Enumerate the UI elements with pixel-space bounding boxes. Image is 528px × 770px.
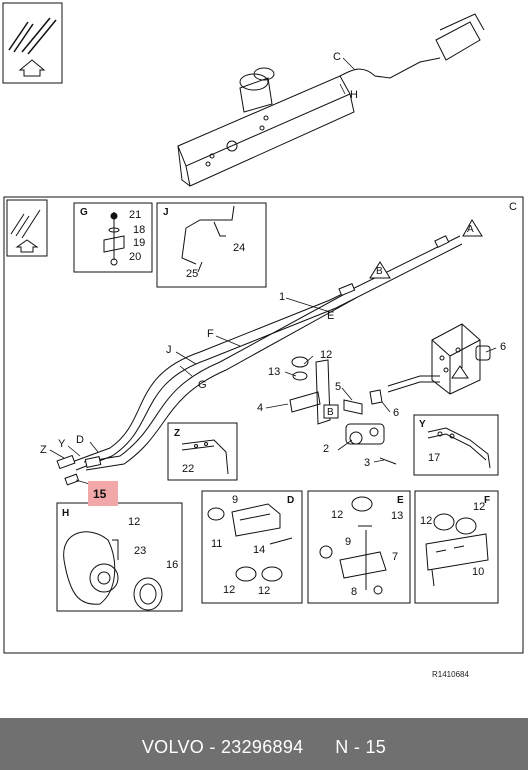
valve-assembly xyxy=(289,356,397,465)
main-frame xyxy=(3,196,524,654)
drawing-reference-code: R1410684 xyxy=(432,670,469,679)
orientation-icon-small xyxy=(6,199,48,257)
callout-4: 4 xyxy=(257,402,264,414)
inset-h-part-12: 12 xyxy=(128,516,141,528)
inset-box-h xyxy=(56,502,183,612)
inset-box-f xyxy=(414,490,499,604)
callout-b-box: B xyxy=(327,407,334,418)
inset-box-y xyxy=(413,414,499,476)
inset-e-part-12: 12 xyxy=(331,509,344,521)
inset-f-drawing xyxy=(425,513,489,587)
inset-j-drawing xyxy=(181,205,235,273)
valve-block-drawing xyxy=(431,323,491,395)
inset-box-j xyxy=(156,202,267,288)
inset-y-drawing xyxy=(427,427,491,469)
highlighted-part-marker xyxy=(88,481,118,506)
inset-box-z xyxy=(167,422,238,481)
footer-part-number: 23296894 xyxy=(220,737,304,757)
callout-g: G xyxy=(198,379,207,391)
footer-brand: VOLVO xyxy=(141,737,205,757)
callout-13: 13 xyxy=(268,366,281,378)
orientation-icon xyxy=(2,2,63,84)
footer-bar: VOLVO - 23296894 N - 15 xyxy=(0,718,528,770)
inset-e-part-8: 8 xyxy=(351,586,358,598)
inset-f-part-12-left: 12 xyxy=(420,515,433,527)
leader-lines xyxy=(49,57,497,490)
inset-h-drawing xyxy=(63,531,163,611)
inset-box-d xyxy=(201,490,303,604)
inset-y-title: Y xyxy=(419,419,426,430)
footer-spacer xyxy=(303,737,335,757)
inset-z-part-22: 22 xyxy=(182,463,195,475)
chassis-frame-drawing xyxy=(177,13,485,187)
callout-2: 2 xyxy=(323,443,330,455)
inset-y-part-17: 17 xyxy=(428,452,441,464)
callout-c-main: C xyxy=(509,201,517,213)
callout-1: 1 xyxy=(279,291,286,303)
inset-h-title: H xyxy=(62,508,70,519)
brake-pipe-lines xyxy=(71,235,463,471)
callout-z: Z xyxy=(40,444,47,456)
callout-f: F xyxy=(207,328,214,340)
inset-g-title: G xyxy=(80,207,88,218)
inset-z-title: Z xyxy=(174,428,181,439)
inset-z-drawing xyxy=(181,439,229,475)
inset-f-title: F xyxy=(484,495,491,506)
inset-d-title: D xyxy=(287,495,295,506)
callout-d: D xyxy=(76,434,84,446)
parts-diagram xyxy=(2,2,524,654)
callout-e: E xyxy=(327,310,335,322)
callout-b-triangle: B xyxy=(376,266,383,277)
inset-j-part-25: 25 xyxy=(186,268,199,280)
inset-h-part-16: 16 xyxy=(166,559,179,571)
inset-e-part-7: 7 xyxy=(392,551,399,563)
callout-3: 3 xyxy=(364,457,371,469)
inset-e-drawing xyxy=(319,496,387,595)
inset-d-part-9: 9 xyxy=(232,494,239,506)
callout-12: 12 xyxy=(320,349,333,361)
inset-d-part-14: 14 xyxy=(253,544,266,556)
callout-c-top: C xyxy=(333,51,341,63)
footer-page: N - 15 xyxy=(335,737,387,757)
inset-box-g xyxy=(73,202,153,273)
callout-h-top: H xyxy=(350,89,358,101)
footer-separator: - xyxy=(204,737,221,757)
inset-d-part-12-right: 12 xyxy=(258,585,271,597)
callout-j: J xyxy=(166,344,172,356)
inset-j-title: J xyxy=(163,207,169,218)
inset-d-part-11: 11 xyxy=(211,538,223,550)
pipe-fittings xyxy=(56,235,450,486)
inset-g-part-19: 19 xyxy=(133,237,146,249)
inset-g-part-20: 20 xyxy=(129,251,142,263)
inset-e-part-13: 13 xyxy=(391,510,404,522)
callout-6-lower: 6 xyxy=(393,407,400,419)
callout-triangles xyxy=(323,219,483,419)
highlighted-part-number[interactable]: 15 xyxy=(93,487,107,501)
callout-6-right: 6 xyxy=(500,341,507,353)
inset-g-drawing xyxy=(103,212,125,266)
inset-d-part-12-left: 12 xyxy=(223,584,236,596)
inset-e-part-9: 9 xyxy=(345,536,352,548)
inset-e-title: E xyxy=(397,495,404,506)
inset-box-e xyxy=(307,490,411,604)
inset-f-part-10: 10 xyxy=(472,566,485,578)
inset-f-part-12-right: 12 xyxy=(473,501,486,513)
footer-text: VOLVO - 23296894 N - 15 xyxy=(0,737,528,758)
inset-j-part-24: 24 xyxy=(233,242,246,254)
inset-g-part-18: 18 xyxy=(133,224,146,236)
inset-g-part-21: 21 xyxy=(129,209,142,221)
inset-h-part-23: 23 xyxy=(134,545,147,557)
callout-y: Y xyxy=(58,438,66,450)
callout-5: 5 xyxy=(335,381,342,393)
callout-a: A xyxy=(467,224,474,235)
inset-d-drawing xyxy=(207,503,293,582)
